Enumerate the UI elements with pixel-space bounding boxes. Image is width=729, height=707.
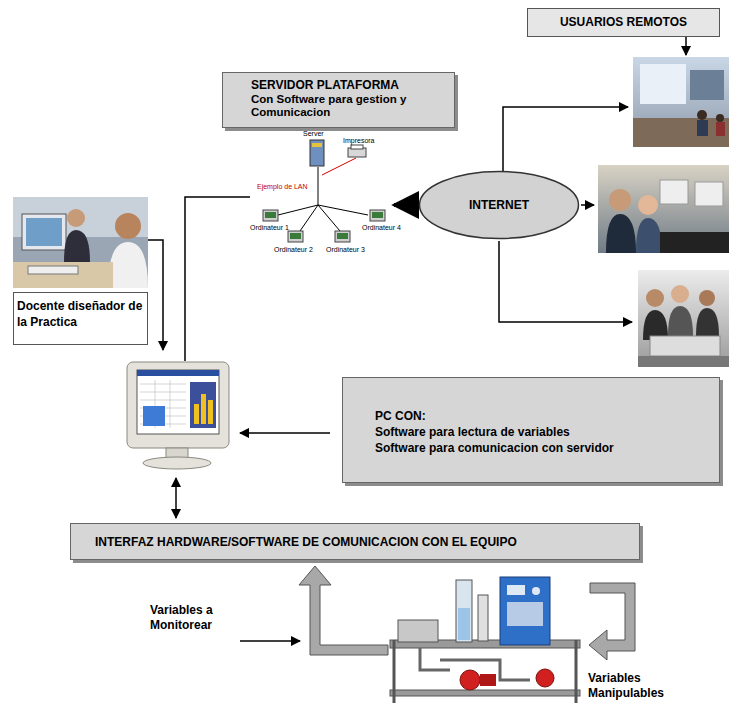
title-box: USUARIOS REMOTOS [527,8,720,37]
variable-label: Variables a Monitorear [150,603,242,633]
lan-label: Server [303,130,324,138]
box-heading: USUARIOS REMOTOS [532,15,715,29]
box-heading: Docente diseñador de la Practica [17,299,144,330]
box-heading: SERVIDOR PLATAFORMA [251,79,446,93]
equipment-illustration [390,577,580,703]
monitor-illustration [127,362,229,469]
computer-label: Ordinateur 1 [250,224,289,232]
lan-label: Impresora [343,137,375,145]
server-box: SERVIDOR PLATAFORMACon Software para ges… [222,72,455,128]
computer-label: Ordinateur 2 [274,246,313,254]
teacher-photo [13,197,148,288]
box-text: Con Software para gestion y Comunicacion [251,93,446,119]
computer-label: Ordinateur 3 [326,246,365,254]
teacher-box: Docente diseñador de la Practica [13,292,148,345]
box-text: Software para comunicacion con servidor [375,440,711,456]
box-heading: INTERNET [469,198,529,212]
variable-label: Variables Manipulables [588,671,688,701]
internet-ellipse: INTERNET [418,170,580,240]
box-heading: PC CON: [375,408,711,424]
remote-photo-1 [633,57,729,147]
manipulate-flow-arrow [589,583,635,660]
interface-band: INTERFAZ HARDWARE/SOFTWARE DE COMUNICACI… [70,523,640,560]
pc-box: PC CON:Software para lectura de variable… [342,377,720,483]
lan-caption: Ejemplo de LAN [257,183,308,191]
remote-photo-3 [638,270,729,367]
box-text: Software para lectura de variables [375,424,711,440]
box-heading: INTERFAZ HARDWARE/SOFTWARE DE COMUNICACI… [95,535,631,549]
monitor-flow-arrow [299,566,388,655]
computer-label: Ordinateur 4 [362,224,401,232]
remote-photo-2 [598,165,729,253]
